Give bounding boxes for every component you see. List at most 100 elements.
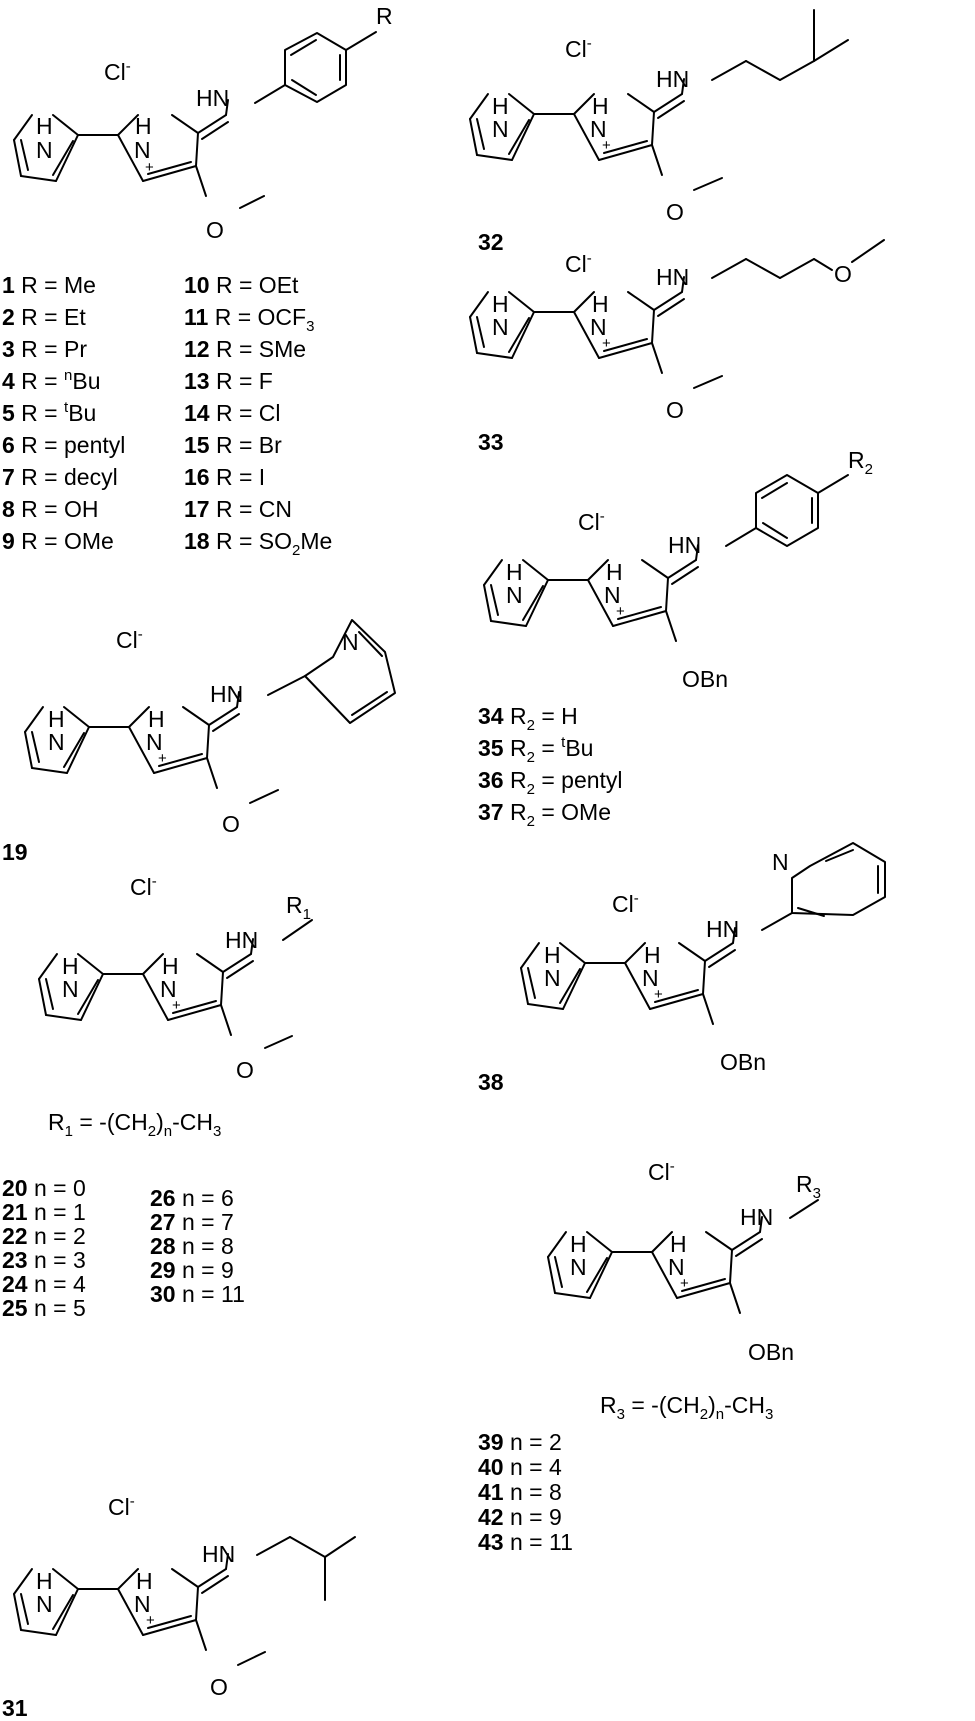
atom-label: O <box>236 1057 254 1083</box>
structure-33 <box>469 239 885 389</box>
atom-label: H <box>592 93 609 119</box>
atom-label: R <box>376 3 393 29</box>
compound-number: 32 <box>478 229 504 255</box>
structure-38 <box>520 842 886 1025</box>
atom-label: H <box>592 291 609 317</box>
atom-label: HN <box>668 532 701 558</box>
atom-label: N <box>570 1254 587 1280</box>
counter-ion-label: Cl- <box>578 508 605 535</box>
compound-entry: 4 R = nBu <box>2 367 101 394</box>
compound-entry: 23 n = 3 <box>2 1247 86 1273</box>
charge-label: + <box>172 997 181 1014</box>
atom-label: H <box>36 113 53 139</box>
counter-ion-label: Cl- <box>104 58 131 85</box>
charge-label: + <box>146 1612 155 1629</box>
atom-label: H <box>162 953 179 979</box>
atom-label: H <box>606 559 623 585</box>
structure-39-43 <box>547 1199 819 1314</box>
atom-label: H <box>644 942 661 968</box>
compound-entry: 27 n = 7 <box>150 1209 234 1235</box>
compound-entry: 43 n = 11 <box>478 1529 573 1555</box>
atom-label: H <box>492 291 509 317</box>
compound-entry: 29 n = 9 <box>150 1257 234 1283</box>
atom-label: OBn <box>748 1339 794 1365</box>
atom-label: N <box>492 314 509 340</box>
atom-label: N <box>604 582 621 608</box>
atom-label: H <box>136 1568 153 1594</box>
compound-number: 31 <box>2 1695 28 1721</box>
compound-entry: 42 n = 9 <box>478 1504 562 1530</box>
counter-ion-label: Cl- <box>612 890 639 917</box>
structure-31 <box>13 1536 356 1666</box>
atom-label: N <box>544 965 561 991</box>
atom-label: HN <box>210 681 243 707</box>
atom-label: O <box>666 397 684 423</box>
compound-entry: 12 R = SMe <box>184 336 306 362</box>
compound-entry: 18 R = SO2Me <box>184 528 332 559</box>
atom-label: HN <box>706 916 739 942</box>
atom-label: O <box>210 1674 228 1700</box>
structure-20-30 <box>38 919 313 1049</box>
atom-label: H <box>492 93 509 119</box>
counter-ion-label: Cl- <box>648 1158 675 1185</box>
compound-entry: 36 R2 = pentyl <box>478 767 623 798</box>
atom-label: HN <box>740 1204 773 1230</box>
atom-label: H <box>148 706 165 732</box>
compound-entry: 37 R2 = OMe <box>478 799 611 830</box>
atom-label: H <box>62 953 79 979</box>
compound-entry: 9 R = OMe <box>2 528 114 554</box>
compound-entry: 39 n = 2 <box>478 1429 562 1455</box>
structure-34-37 <box>483 474 849 642</box>
atom-label: O <box>222 811 240 837</box>
compound-entry: 40 n = 4 <box>478 1454 562 1480</box>
counter-ion-label: Cl- <box>565 35 592 62</box>
r2-label: R2 <box>848 447 873 478</box>
atom-label: HN <box>196 85 229 111</box>
counter-ion-label: Cl- <box>565 250 592 277</box>
charge-label: + <box>145 159 154 176</box>
charge-label: + <box>158 750 167 767</box>
compound-entry: 20 n = 0 <box>2 1175 86 1201</box>
charge-label: + <box>654 986 663 1003</box>
atom-label: OBn <box>720 1049 766 1075</box>
atom-label: N <box>642 965 659 991</box>
compound-entry: 16 R = I <box>184 464 265 490</box>
atom-label: HN <box>202 1541 235 1567</box>
compound-entry: 41 n = 8 <box>478 1479 562 1505</box>
atom-label: H <box>506 559 523 585</box>
compound-entry: 21 n = 1 <box>2 1199 86 1225</box>
compound-entry: 14 R = Cl <box>184 400 281 426</box>
atom-label: O <box>834 261 852 287</box>
atom-label: H <box>544 942 561 968</box>
atom-label: H <box>670 1231 687 1257</box>
atom-label: N <box>146 729 163 755</box>
atom-label: HN <box>656 66 689 92</box>
compound-number: 33 <box>478 429 504 455</box>
atom-label: N <box>160 976 177 1002</box>
r3-label: R3 <box>796 1171 821 1202</box>
charge-label: + <box>616 603 625 620</box>
compound-entry: 15 R = Br <box>184 432 282 458</box>
atom-label: H <box>135 113 152 139</box>
compound-entry: 11 R = OCF3 <box>184 304 314 335</box>
counter-ion-label: Cl- <box>116 626 143 653</box>
compound-entry: 10 R = OEt <box>184 272 299 298</box>
atom-label: N <box>668 1254 685 1280</box>
compound-entry: 26 n = 6 <box>150 1185 234 1211</box>
r1-definition: R1 = -(CH2)n-CH3 <box>48 1109 221 1140</box>
atom-label: N <box>590 314 607 340</box>
atom-label: N <box>772 849 789 875</box>
structure-19 <box>24 619 396 804</box>
atom-label: N <box>492 116 509 142</box>
compound-entry: 3 R = Pr <box>2 336 87 362</box>
compound-entry: 22 n = 2 <box>2 1223 86 1249</box>
atom-label: H <box>570 1231 587 1257</box>
charge-label: + <box>680 1275 689 1292</box>
atom-label: HN <box>225 927 258 953</box>
atom-label: HN <box>656 264 689 290</box>
compound-entry: 5 R = tBu <box>2 399 96 426</box>
compound-entry: 8 R = OH <box>2 496 99 522</box>
atom-label: N <box>134 1591 151 1617</box>
